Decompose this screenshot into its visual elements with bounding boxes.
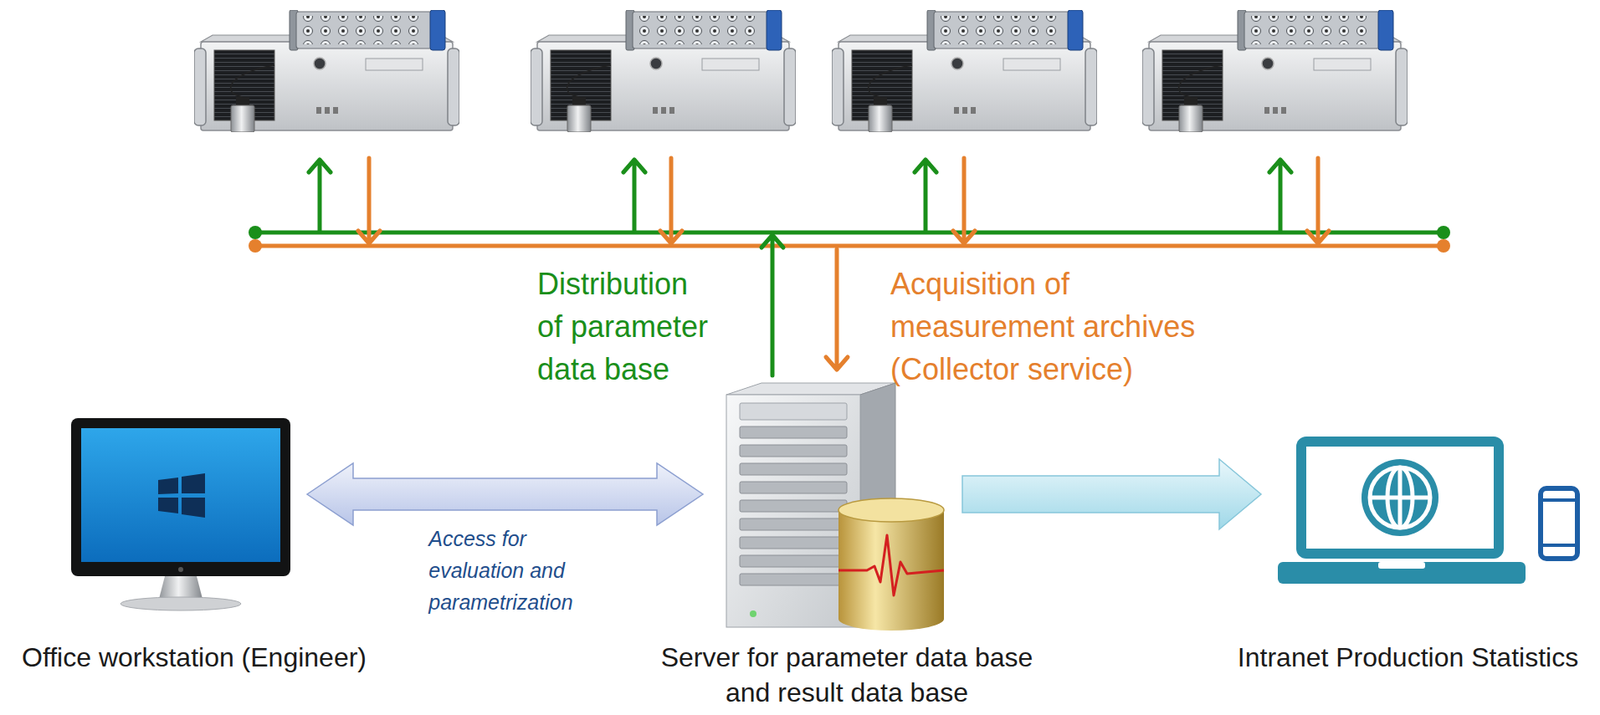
- down-arrow: [825, 249, 848, 370]
- node-caption: Intranet Production Statistics: [1237, 640, 1579, 676]
- node-icon: [719, 376, 946, 633]
- node-icon-shape: [71, 418, 291, 611]
- orange-bus: [248, 239, 1451, 253]
- bus-end: [1436, 239, 1451, 253]
- node-icon-shape: [1277, 436, 1578, 585]
- bus-label: Acquisition of measurement archives (Col…: [890, 262, 1211, 391]
- measurement-rack: [194, 10, 460, 133]
- bus-end: [248, 239, 262, 253]
- down-arrow: [1307, 158, 1329, 244]
- intranet-node: Intranet Production Statistics: [1277, 436, 1582, 587]
- server-node: Server for parameter data base and resul…: [719, 376, 946, 633]
- down-arrow: [953, 158, 975, 244]
- node-caption: Server for parameter data base and resul…: [651, 640, 1042, 711]
- node-caption: Office workstation (Engineer): [21, 640, 367, 676]
- bus-label: Distribution of parameter data base: [537, 262, 715, 391]
- up-arrow: [914, 159, 937, 231]
- bus-end: [1436, 225, 1451, 240]
- down-arrow: [660, 158, 683, 244]
- bus-line: [255, 244, 1444, 249]
- block-arrow: [307, 463, 703, 526]
- workstation-node: Office workstation (Engineer): [71, 418, 291, 612]
- down-arrow: [358, 158, 380, 244]
- measurement-rack: [831, 10, 1098, 133]
- node-icon: [1277, 436, 1582, 587]
- node-icon-shape: [726, 383, 944, 631]
- green-bus: [248, 225, 1451, 240]
- edge-label: Access for evaluation and parametrizatio…: [428, 523, 582, 619]
- measurement-rack: [530, 10, 796, 133]
- up-arrow: [308, 159, 331, 231]
- node-icon: [71, 418, 291, 612]
- up-arrow: [761, 235, 784, 376]
- bus-line: [255, 230, 1444, 236]
- up-arrow: [623, 159, 646, 231]
- up-arrow: [1269, 159, 1292, 231]
- block-arrow: [962, 459, 1262, 530]
- measurement-rack: [1142, 10, 1408, 133]
- bus-end: [248, 225, 262, 240]
